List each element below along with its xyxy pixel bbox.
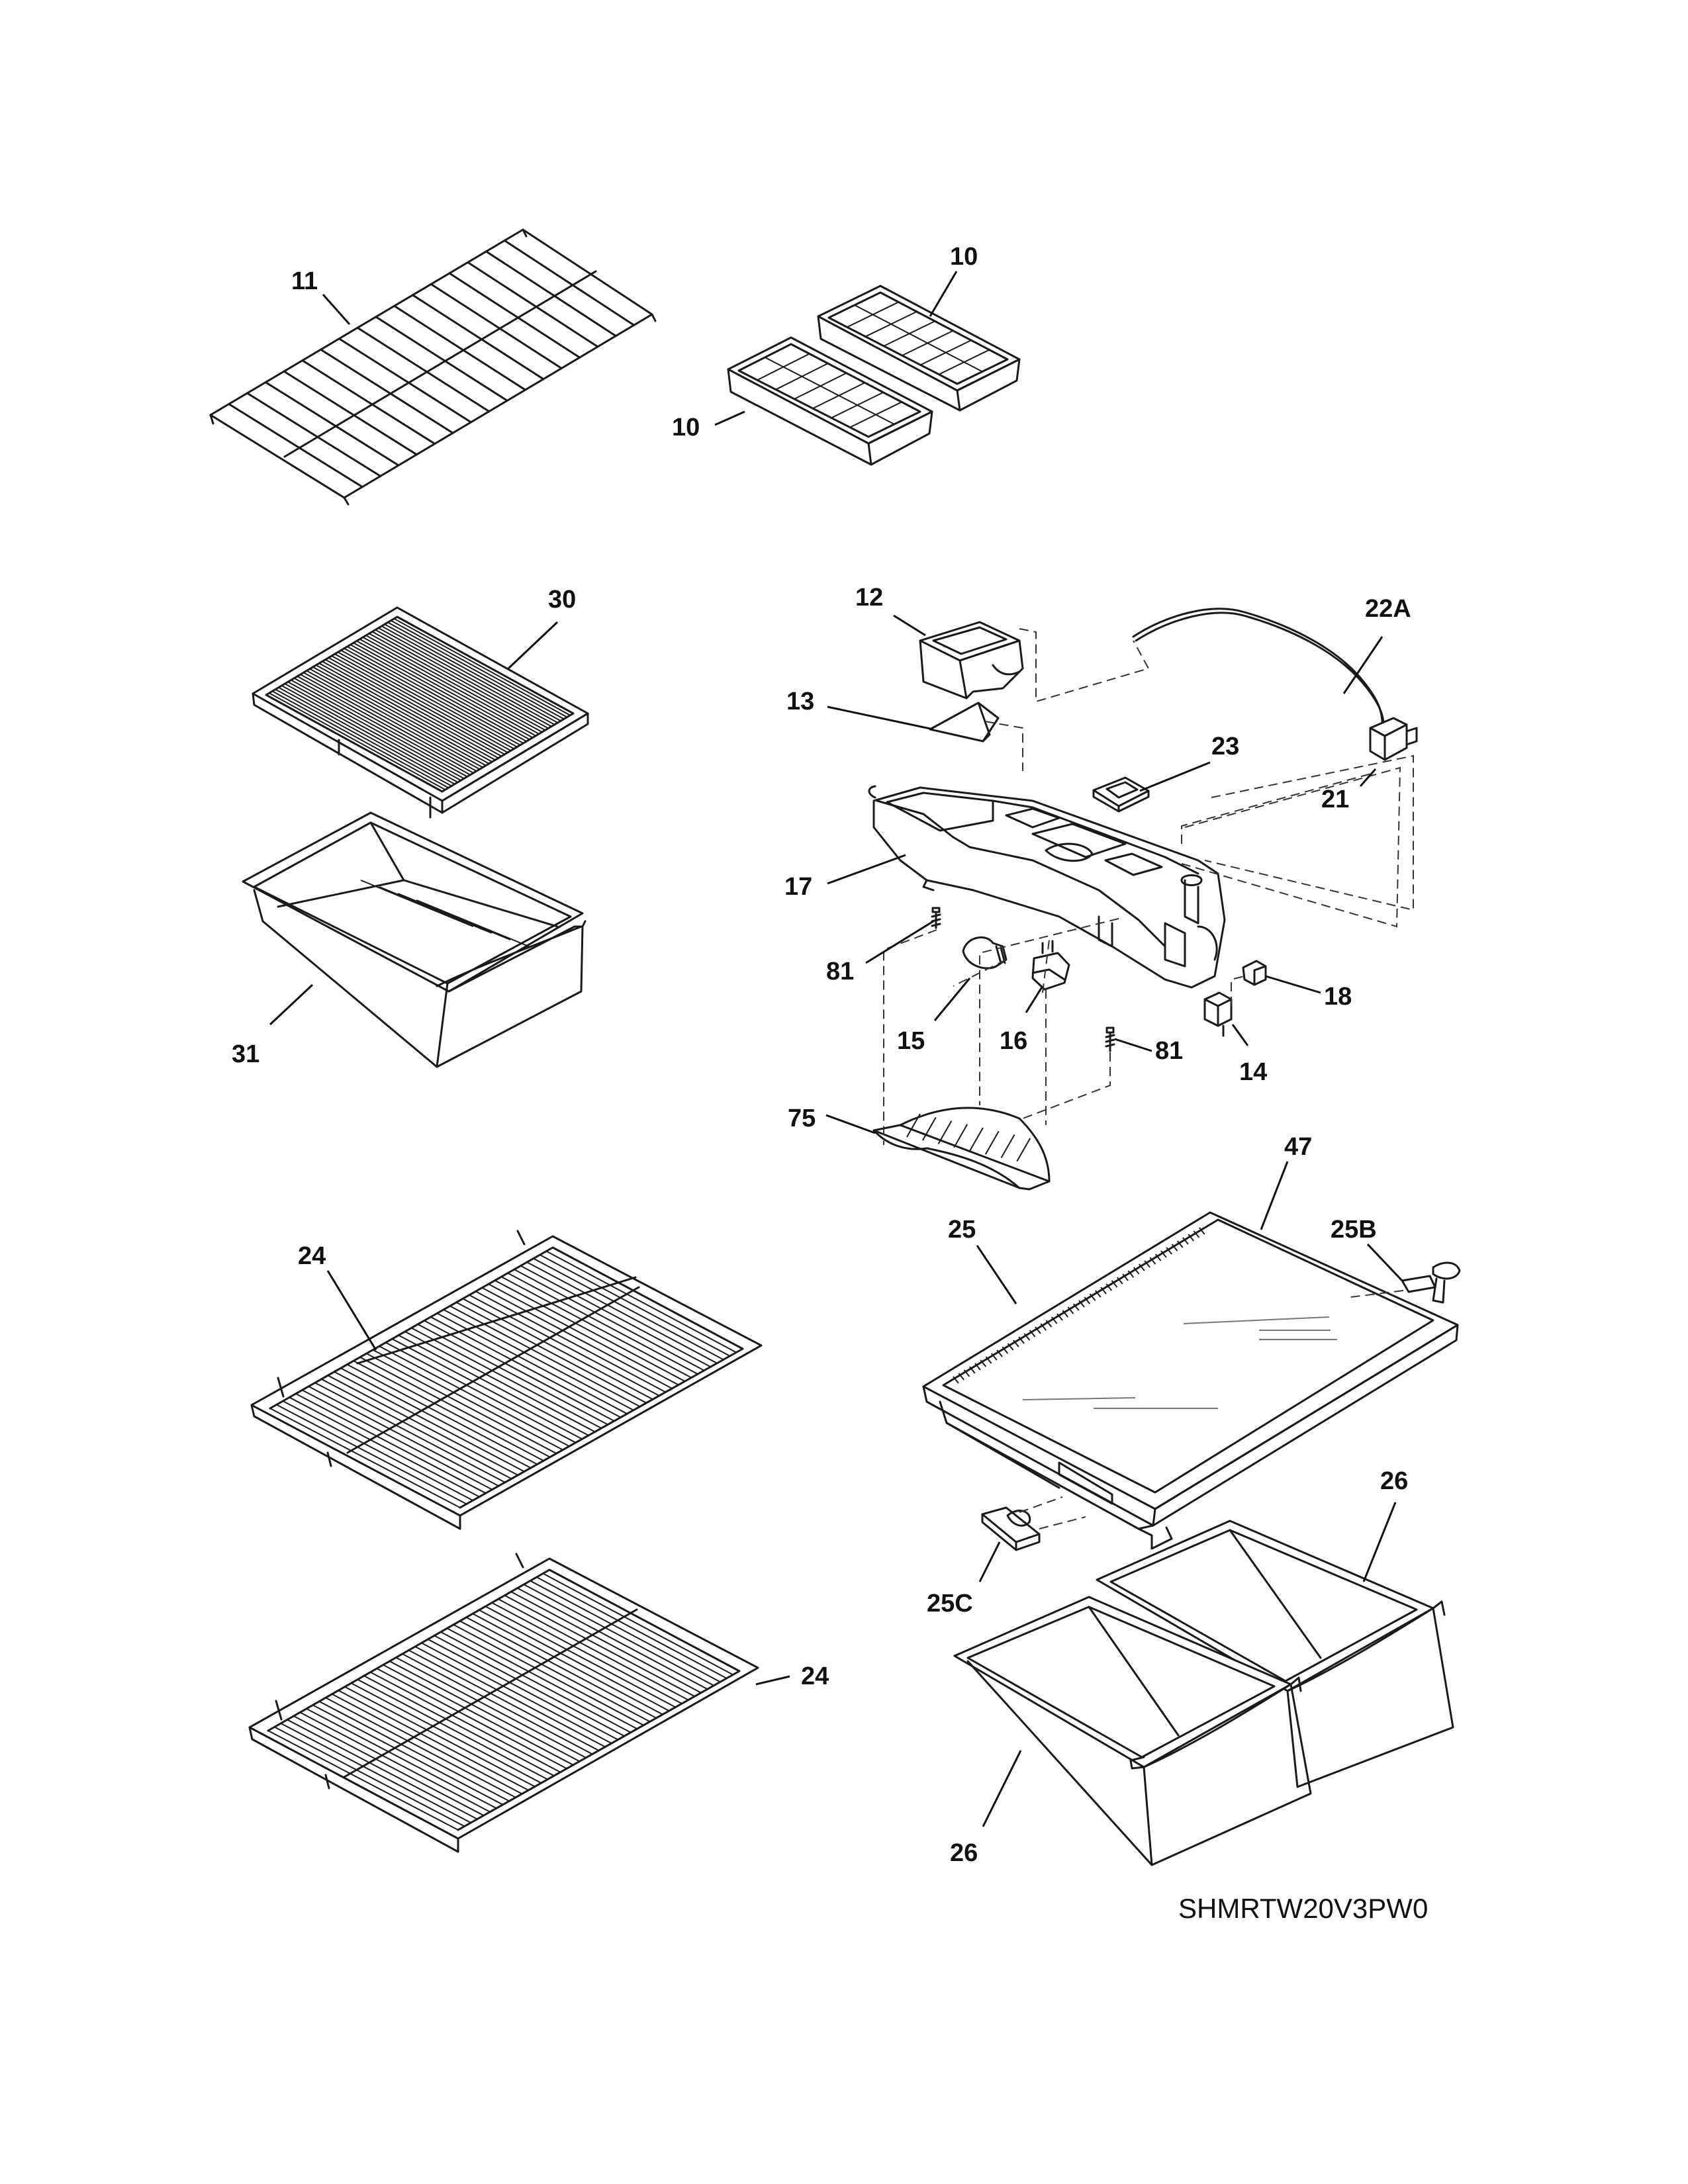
housing-17 — [868, 785, 1226, 989]
wire-shelf-11 — [209, 228, 657, 506]
callout-10-top: 10 — [950, 243, 978, 271]
knob-18 — [1242, 960, 1267, 986]
crisper-pan-26-front — [953, 1596, 1312, 1866]
callout-75: 75 — [788, 1105, 816, 1132]
callout-13: 13 — [786, 688, 814, 715]
model-code: SHMRTW20V3PW0 — [1178, 1893, 1428, 1924]
callout-12: 12 — [855, 584, 883, 612]
part-12 — [919, 621, 1024, 700]
callout-11: 11 — [291, 267, 318, 295]
switch-14 — [1203, 991, 1233, 1037]
wire-shelf-24-top — [250, 1230, 763, 1530]
callout-10-left: 10 — [672, 414, 700, 441]
callout-22A: 22A — [1365, 595, 1411, 623]
callout-21: 21 — [1321, 786, 1349, 813]
callout-23: 23 — [1211, 733, 1239, 760]
screw-81-right — [1105, 1026, 1115, 1052]
callout-17: 17 — [784, 873, 812, 901]
ice-tray-10-front — [727, 336, 933, 466]
support-25c — [981, 1506, 1041, 1551]
lamp-shield-75 — [872, 1107, 1051, 1191]
callout-24-bottom: 24 — [801, 1662, 829, 1690]
bulb-15 — [962, 936, 1008, 970]
callout-30: 30 — [548, 586, 576, 614]
ice-tray-10-back — [817, 285, 1021, 412]
part-23 — [1092, 776, 1150, 813]
screw-81-left — [931, 907, 941, 929]
wire-shelf-24-bottom — [248, 1553, 759, 1853]
callout-81-left: 81 — [826, 958, 854, 985]
callout-24-top: 24 — [298, 1242, 326, 1270]
callout-25: 25 — [948, 1216, 976, 1244]
callout-16: 16 — [1000, 1027, 1027, 1055]
callout-18: 18 — [1324, 983, 1352, 1011]
crisper-pan-26-back — [1096, 1520, 1454, 1788]
support-25b — [1401, 1261, 1461, 1304]
callout-26-right: 26 — [1380, 1467, 1408, 1495]
control-21 — [1369, 717, 1418, 761]
callout-14: 14 — [1239, 1058, 1267, 1086]
pan-31 — [242, 811, 586, 1068]
exploded-view-lines-shelf — [1019, 1290, 1404, 1529]
callout-25B: 25B — [1331, 1216, 1377, 1244]
callout-26-left: 26 — [950, 1839, 978, 1867]
crisper-cover-30 — [252, 606, 589, 819]
exploded-view-lines — [883, 628, 1414, 1145]
callout-25C: 25C — [927, 1590, 973, 1617]
glass-shelf-47 — [922, 1211, 1459, 1527]
part-13 — [929, 702, 1000, 743]
socket-16 — [1031, 940, 1070, 991]
callout-81-right: 81 — [1155, 1037, 1183, 1065]
leader-lines — [269, 271, 1403, 1827]
callout-31: 31 — [232, 1040, 259, 1068]
callout-labels: 11 10 10 30 31 12 13 22A 23 21 17 81 15 … — [232, 243, 1411, 1867]
wire-harness-22a — [1132, 608, 1385, 731]
callout-47: 47 — [1284, 1133, 1312, 1161]
shelf-frame-25 — [939, 1227, 1205, 1550]
callout-15: 15 — [897, 1027, 925, 1055]
